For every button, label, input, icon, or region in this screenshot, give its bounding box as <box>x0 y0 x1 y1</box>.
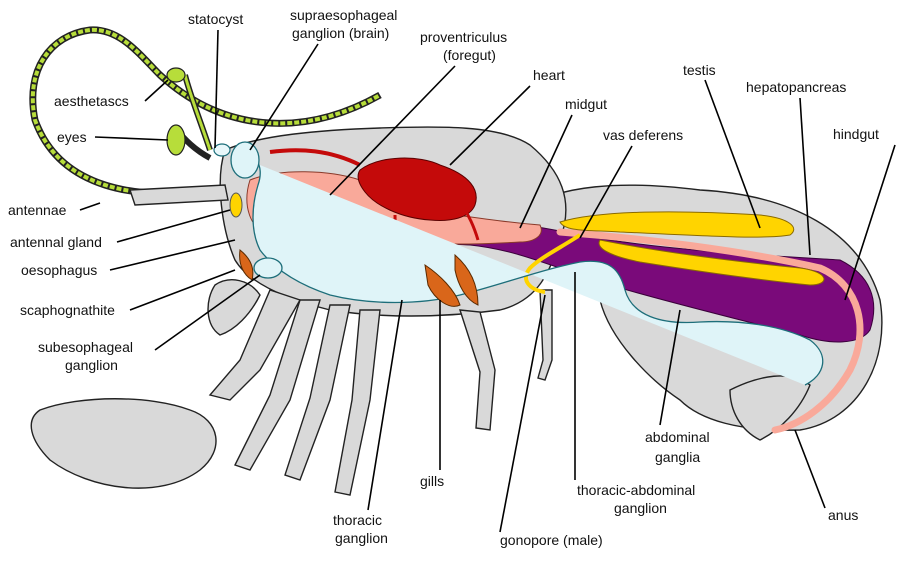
label-anus: anus <box>828 507 858 523</box>
claw-arm <box>208 289 302 401</box>
walking-leg <box>284 304 351 481</box>
label-testis: testis <box>683 62 716 78</box>
nerve-cord <box>234 153 824 386</box>
label-vas-deferens: vas deferens <box>603 127 683 143</box>
leader-antennal-gland <box>116 209 231 243</box>
label-eyes: eyes <box>57 129 87 145</box>
label-thoracic-2: ganglion <box>335 530 388 546</box>
leader-proventriculus <box>329 65 456 196</box>
heart-organ <box>357 157 477 221</box>
vas-deferens-duct <box>524 233 582 294</box>
leader-oesophagus <box>109 239 236 271</box>
label-proventriculus: proventriculus <box>420 29 507 45</box>
claw <box>30 398 217 489</box>
leader-anus <box>794 429 826 509</box>
label-gills: gills <box>420 473 444 489</box>
subesophageal-icon <box>253 257 283 279</box>
label-statocyst: statocyst <box>188 11 243 27</box>
label-hepatopancreas: hepatopancreas <box>746 79 846 95</box>
small-leg <box>537 289 553 381</box>
leader-eyes <box>94 136 169 141</box>
label-thoracic: thoracic <box>333 512 382 528</box>
aesthetascs-icon <box>166 67 186 83</box>
walking-leg <box>234 299 321 471</box>
label-heart: heart <box>533 67 565 83</box>
leader-vas-deferens <box>579 145 633 239</box>
gill <box>454 253 479 306</box>
antennal-gland-icon <box>229 192 243 218</box>
brain-icon <box>230 141 260 179</box>
eye-icon <box>166 124 186 156</box>
label-midgut: midgut <box>565 96 607 112</box>
leader-testis <box>704 79 761 229</box>
label-subesophageal: subesophageal <box>38 339 133 355</box>
label-supraesophageal: supraesophageal <box>290 7 397 23</box>
leader-abdominal <box>659 309 681 426</box>
label-aesthetascs: aesthetascs <box>54 93 129 109</box>
leader-gonopore <box>499 294 546 533</box>
leader-heart <box>449 85 531 166</box>
leader-subesophageal <box>154 274 261 351</box>
label-proventriculus-2: (foregut) <box>443 47 496 63</box>
leader-antennae <box>79 202 101 211</box>
label-supraesophageal-2: ganglion (brain) <box>292 25 389 41</box>
leader-hepatopancreas <box>799 97 811 256</box>
label-scaphognathite: scaphognathite <box>20 302 115 318</box>
walking-leg <box>459 309 496 431</box>
antenna-base <box>129 184 229 206</box>
label-abdominal-2: ganglia <box>655 449 700 465</box>
leader-supraesophageal <box>249 43 319 151</box>
walking-leg <box>334 309 381 496</box>
label-gonopore: gonopore (male) <box>500 532 603 548</box>
leader-hindgut <box>844 144 896 301</box>
leader-aesthetascs <box>144 79 169 102</box>
label-antennae: antennae <box>8 202 67 218</box>
label-subesophageal-2: ganglion <box>65 357 118 373</box>
leader-thoracic <box>367 299 403 511</box>
leader-statocyst <box>214 29 219 149</box>
gill <box>424 263 461 307</box>
hindgut-organ <box>556 228 864 434</box>
label-thoracic-abdominal: thoracic-abdominal <box>577 482 695 498</box>
label-hindgut: hindgut <box>833 126 879 142</box>
leader-scaphognathite <box>129 269 236 311</box>
label-thoracic-abdominal-2: ganglion <box>614 500 667 516</box>
leader-midgut <box>519 114 573 229</box>
testis-organ <box>559 211 795 238</box>
statocyst-icon <box>213 143 231 157</box>
label-abdominal: abdominal <box>645 429 710 445</box>
label-antennal-gland: antennal gland <box>10 234 102 250</box>
uropod <box>729 375 811 441</box>
label-oesophagus: oesophagus <box>21 262 97 278</box>
